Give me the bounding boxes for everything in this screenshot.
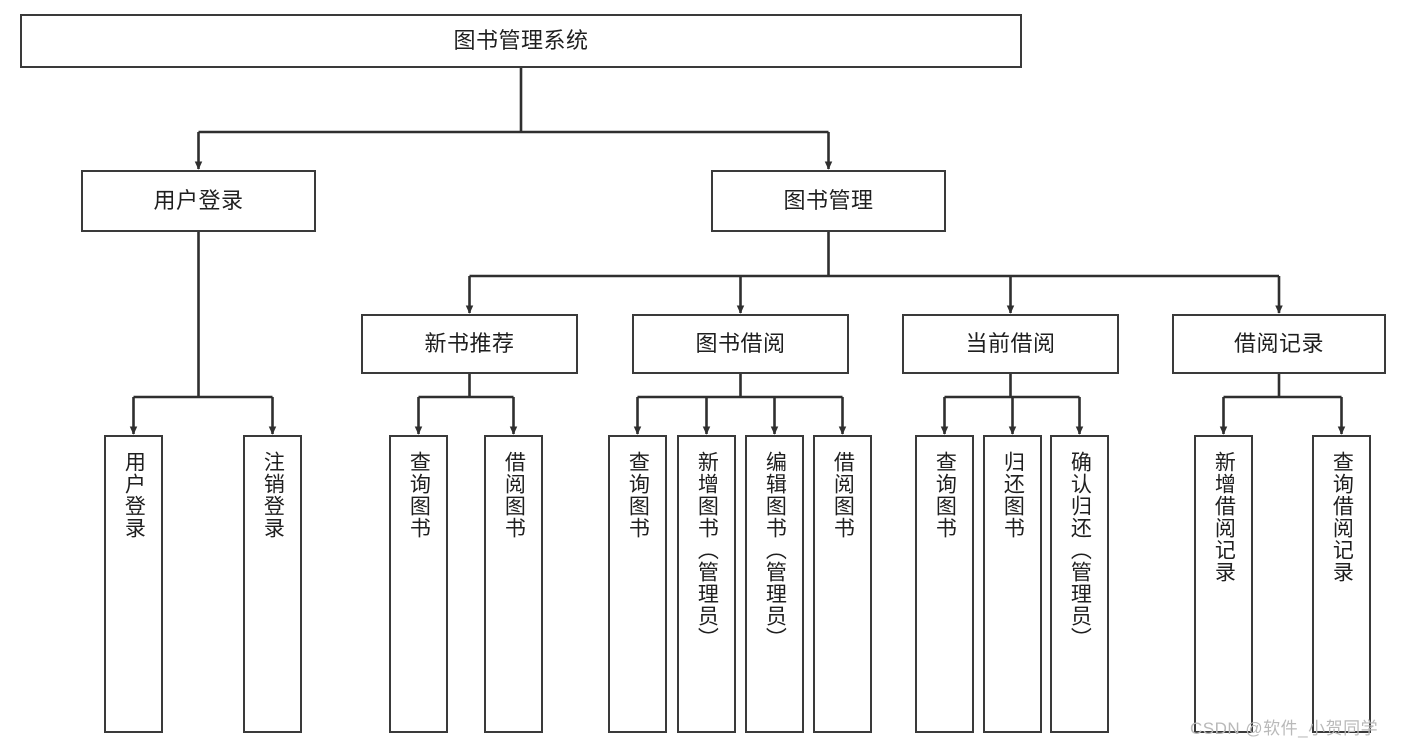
node-root-label: 图书管理系统 — [453, 28, 589, 54]
node-leaf-borrow-book-rec-label: 借阅图书 — [502, 451, 526, 539]
node-leaf-edit-book-admin-label: 编辑图书（管理员） — [763, 451, 787, 649]
node-leaf-confirm-return-admin[interactable]: 确认归还（管理员） — [1050, 435, 1109, 733]
node-leaf-return-book[interactable]: 归还图书 — [983, 435, 1042, 733]
node-leaf-add-book-admin-label: 新增图书（管理员） — [695, 451, 719, 649]
watermark-text: CSDN @软件_小贺同学 — [1190, 719, 1379, 738]
node-leaf-borrow-book-rec[interactable]: 借阅图书 — [484, 435, 543, 733]
node-leaf-borrow-book-label: 借阅图书 — [831, 451, 855, 539]
node-root[interactable]: 图书管理系统 — [20, 14, 1022, 68]
node-leaf-add-book-admin[interactable]: 新增图书（管理员） — [677, 435, 736, 733]
node-new-book-recommend-label: 新书推荐 — [424, 331, 515, 357]
node-leaf-query-borrow-record-label: 查询借阅记录 — [1330, 451, 1354, 583]
node-book-borrow-label: 图书借阅 — [695, 331, 786, 357]
node-new-book-recommend[interactable]: 新书推荐 — [361, 314, 578, 374]
node-book-manage[interactable]: 图书管理 — [711, 170, 946, 232]
node-leaf-query-borrow-record[interactable]: 查询借阅记录 — [1312, 435, 1371, 733]
node-leaf-user-logout[interactable]: 注销登录 — [243, 435, 302, 733]
node-leaf-query-book-borrow[interactable]: 查询图书 — [608, 435, 667, 733]
node-book-borrow[interactable]: 图书借阅 — [632, 314, 849, 374]
node-leaf-add-borrow-record[interactable]: 新增借阅记录 — [1194, 435, 1253, 733]
node-leaf-user-logout-label: 注销登录 — [261, 451, 285, 539]
node-leaf-query-book-current[interactable]: 查询图书 — [915, 435, 974, 733]
node-user-login[interactable]: 用户登录 — [81, 170, 316, 232]
node-leaf-user-login[interactable]: 用户登录 — [104, 435, 163, 733]
node-user-login-label: 用户登录 — [153, 188, 244, 214]
node-leaf-query-book-rec[interactable]: 查询图书 — [389, 435, 448, 733]
node-leaf-query-book-rec-label: 查询图书 — [407, 451, 431, 539]
node-book-manage-label: 图书管理 — [783, 188, 874, 214]
node-borrow-record-label: 借阅记录 — [1233, 331, 1324, 357]
node-leaf-add-borrow-record-label: 新增借阅记录 — [1212, 451, 1236, 583]
node-leaf-borrow-book[interactable]: 借阅图书 — [813, 435, 872, 733]
node-leaf-return-book-label: 归还图书 — [1001, 451, 1025, 539]
node-leaf-query-book-borrow-label: 查询图书 — [626, 451, 650, 539]
node-borrow-record[interactable]: 借阅记录 — [1172, 314, 1386, 374]
node-leaf-query-book-current-label: 查询图书 — [933, 451, 957, 539]
node-current-borrow-label: 当前借阅 — [965, 331, 1056, 357]
node-leaf-edit-book-admin[interactable]: 编辑图书（管理员） — [745, 435, 804, 733]
node-current-borrow[interactable]: 当前借阅 — [902, 314, 1119, 374]
node-leaf-confirm-return-admin-label: 确认归还（管理员） — [1068, 451, 1092, 649]
node-leaf-user-login-label: 用户登录 — [122, 451, 146, 539]
